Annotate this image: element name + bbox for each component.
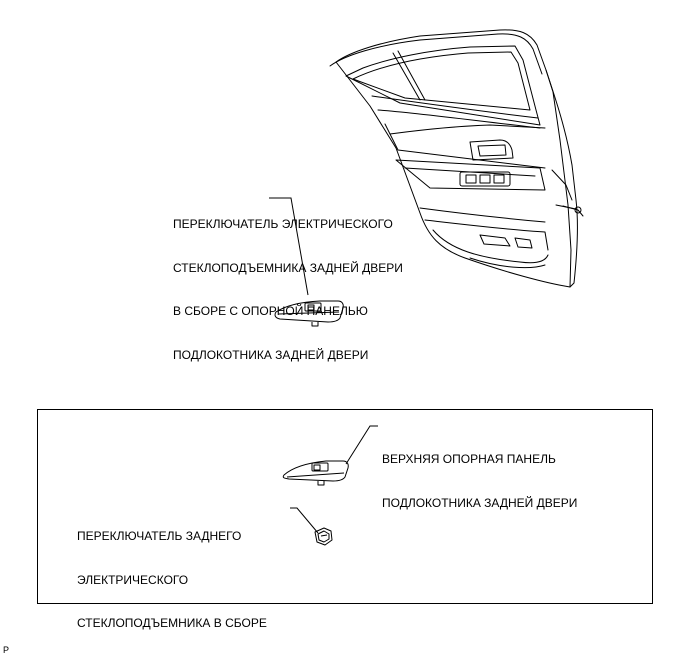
label-line: ПОДЛОКОТНИКА ЗАДНЕЙ ДВЕРИ	[173, 347, 369, 362]
label-switch-with-panel: ПЕРЕКЛЮЧАТЕЛЬ ЭЛЕКТРИЧЕСКОГО СТЕКЛОПОДЪЕ…	[173, 188, 403, 377]
figure-code: P	[3, 645, 10, 655]
label-line: ВЕРХНЯЯ ОПОРНАЯ ПАНЕЛЬ	[382, 452, 556, 466]
label-line: ПЕРЕКЛЮЧАТЕЛЬ ЭЛЕКТРИЧЕСКОГО	[173, 217, 393, 231]
label-upper-panel: ВЕРХНЯЯ ОПОРНАЯ ПАНЕЛЬ ПОДЛОКОТНИКА ЗАДН…	[382, 423, 577, 525]
label-line: ЭЛЕКТРИЧЕСКОГО	[77, 572, 189, 587]
label-line: СТЕКЛОПОДЪЕМНИКА ЗАДНЕЙ ДВЕРИ	[173, 260, 403, 275]
label-line: ПОДЛОКОТНИКА ЗАДНЕЙ ДВЕРИ	[382, 495, 578, 510]
label-line: СТЕКЛОПОДЪЕМНИКА В СБОРЕ	[77, 616, 267, 630]
label-line: ПЕРЕКЛЮЧАТЕЛЬ ЗАДНЕГО	[77, 529, 242, 543]
leader-line-upper-panel	[345, 425, 378, 465]
window-switch-with-panel-illustration	[274, 300, 344, 327]
upper-armrest-panel-illustration	[282, 460, 349, 486]
leader-line-rear-switch	[290, 507, 319, 534]
leader-line-switch-with-panel	[269, 197, 309, 296]
rear-door-illustration	[329, 29, 584, 288]
detail-box	[37, 409, 653, 604]
rear-window-switch-illustration	[314, 527, 333, 546]
label-line: В СБОРЕ С ОПОРНОЙ ПАНЕЛЬЮ	[173, 304, 368, 318]
label-rear-switch: ПЕРЕКЛЮЧАТЕЛЬ ЗАДНЕГО ЭЛЕКТРИЧЕСКОГО СТЕ…	[77, 500, 267, 645]
